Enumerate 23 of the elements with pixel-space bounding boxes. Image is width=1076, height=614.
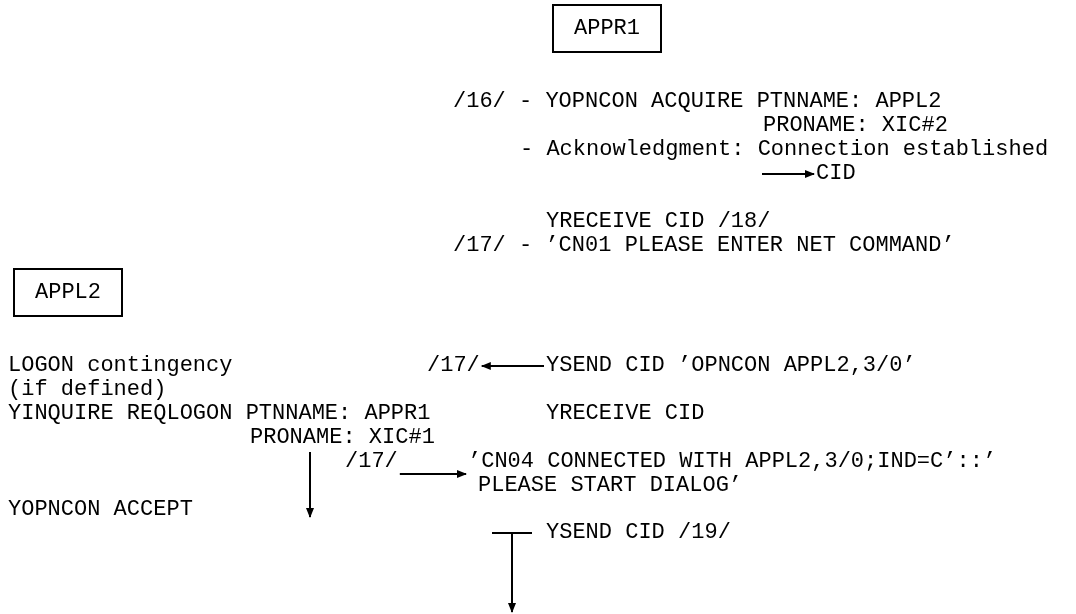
- node-text: ’CN04 CONNECTED WITH APPL2,3/0;IND=C’::’ PLEASE START DIALOG’: [468, 450, 1028, 498]
- node-text: YSEND CID ’OPNCON APPL2,3/0’: [546, 354, 916, 378]
- node-text: YINQUIRE REQLOGON PTNNAME: APPR1: [8, 402, 431, 426]
- arrow: [480, 362, 545, 370]
- text-label: /16/ - YOPNCON ACQUIRE PTNNAME: APPL2: [453, 90, 942, 114]
- node-text: YSEND CID /19/: [546, 521, 731, 545]
- process-box: APPR1: [552, 4, 662, 53]
- text-label: YRECEIVE CID /18/: [546, 210, 771, 234]
- process-box: APPL2: [13, 268, 123, 317]
- node-text: CID: [816, 162, 856, 186]
- arrow: [761, 170, 815, 178]
- text-label: - Acknowledgment: Connection established: [520, 138, 1049, 162]
- node-text: /17/: [427, 354, 480, 378]
- node-text: /17/: [345, 450, 398, 474]
- node-text: PRONAME: XIC#1: [250, 426, 435, 450]
- text-label: /17/ - ’CN01 PLEASE ENTER NET COMMAND’: [453, 234, 955, 258]
- arrow: [306, 451, 314, 518]
- text-label: YOPNCON ACCEPT: [8, 498, 193, 522]
- arrow: [398, 470, 467, 478]
- arrow: [491, 532, 533, 613]
- text-label: LOGON contingency (if defined): [8, 354, 234, 402]
- text-label: YRECEIVE CID: [546, 402, 705, 426]
- text-label: PRONAME: XIC#2: [763, 114, 948, 138]
